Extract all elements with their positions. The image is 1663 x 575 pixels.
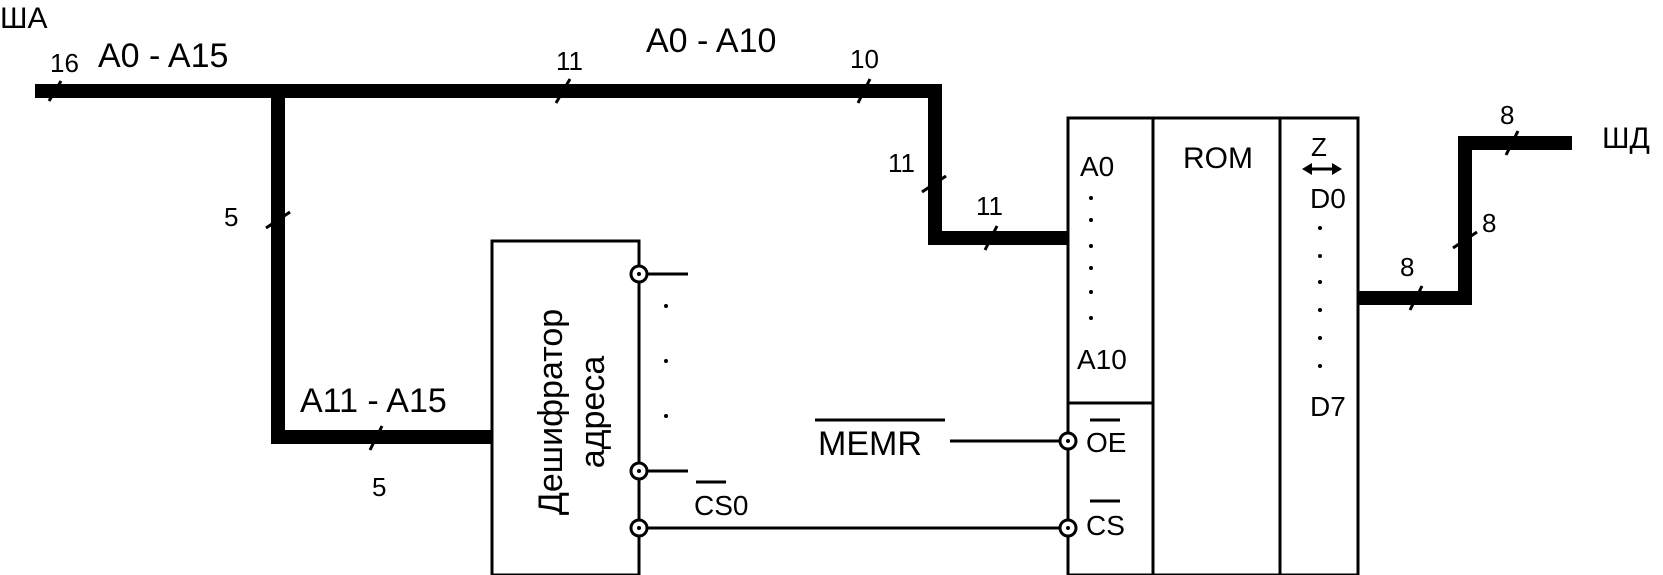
address-bus-main — [35, 84, 1075, 245]
rom-oe-pin-dot — [1066, 439, 1070, 443]
address-bus-decoder-branch — [271, 84, 499, 444]
rom-addr-ellipsis-dot — [1089, 266, 1093, 270]
decoder-output-cs0-label: CS0 — [694, 490, 748, 521]
rom-addr-ellipsis-dot — [1089, 196, 1093, 200]
bus-label-a0-a10: A0 - A10 — [646, 22, 776, 60]
width-before-bend: 10 — [850, 44, 879, 74]
bus-label-a11-a15: A11 - A15 — [300, 382, 447, 420]
width-decoder-input: 5 — [372, 472, 386, 502]
rom-addr-first: A0 — [1080, 151, 1114, 182]
tick-down-11 — [921, 174, 947, 194]
tick-bend-10 — [856, 78, 872, 104]
width-data-end: 8 — [1500, 100, 1514, 130]
address-decoder: Дешифратор адреса CS0 — [490, 239, 748, 575]
decoder-ellipsis-dot — [664, 304, 668, 308]
decoder-output-first-pin-dot — [637, 272, 641, 276]
address-bus — [35, 84, 1075, 444]
bus-width-ticks — [47, 78, 1520, 451]
decoder-output-last-pin-dot — [637, 469, 641, 473]
rom-outline — [1066, 116, 1360, 575]
rom-cs-pin-dot — [1066, 526, 1070, 530]
width-to-rom-top: 11 — [556, 46, 583, 76]
tick-rom-11 — [554, 78, 572, 104]
rom-data-last: D7 — [1310, 391, 1346, 422]
width-main: 16 — [50, 48, 79, 78]
rom-addr-ellipsis-dot — [1089, 290, 1093, 294]
rom-data-ellipsis-dot — [1318, 254, 1322, 258]
width-down-segment: 11 — [888, 148, 915, 178]
tick-branch-5 — [265, 210, 291, 230]
rom-addr-ellipsis-dot — [1089, 244, 1093, 248]
width-data-up: 8 — [1482, 208, 1496, 238]
tick-data-up-8 — [1452, 230, 1478, 250]
tick-rom-input-11 — [983, 225, 999, 251]
rom-data-ellipsis-dot — [1318, 364, 1322, 368]
rom-title: ROM — [1183, 142, 1253, 175]
decoder-title-line2: адреса — [574, 356, 612, 469]
decoder-box — [490, 239, 641, 575]
width-data-out: 8 — [1400, 252, 1414, 282]
rom-data-ellipsis-dot — [1318, 280, 1322, 284]
memr-label: MEMR — [818, 425, 922, 463]
tick-data-end-8 — [1504, 130, 1520, 156]
bidirectional-arrow-icon — [1302, 163, 1342, 175]
width-decoder-branch: 5 — [224, 202, 238, 232]
decoder-title-line1: Дешифратор — [532, 309, 570, 515]
data-bus-label: ШД — [1602, 122, 1650, 155]
rom-data-first: D0 — [1310, 183, 1346, 214]
rom-data-ellipsis-dot — [1318, 336, 1322, 340]
rom-chip: ROM A0 A10 OE CS Z D0 D7 — [1058, 116, 1360, 575]
data-bus — [1351, 136, 1572, 305]
rom-oe-label: OE — [1086, 427, 1126, 458]
tick-decoder-input-5 — [368, 425, 384, 451]
decoder-ellipsis-dot — [664, 414, 668, 418]
rom-addr-ellipsis-dot — [1089, 316, 1093, 320]
rom-data-ellipsis-dot — [1318, 226, 1322, 230]
tick-data-out-8 — [1408, 285, 1424, 311]
bus-width-labels: 16 11 10 11 11 5 5 8 8 8 — [50, 44, 1514, 502]
tick-main-16 — [47, 80, 63, 102]
rom-data-ellipsis-dot — [1318, 308, 1322, 312]
decoder-cs-pin-dot — [637, 526, 641, 530]
address-bus-label: ША — [0, 2, 48, 35]
bus-label-a0-a15: A0 - A15 — [98, 37, 228, 75]
width-rom-input: 11 — [976, 191, 1003, 221]
rom-tristate-z: Z — [1311, 132, 1327, 162]
rom-addr-last: A10 — [1077, 344, 1127, 375]
decoder-ellipsis-dot — [664, 359, 668, 363]
rom-addr-ellipsis-dot — [1089, 218, 1093, 222]
rom-cs-label: CS — [1086, 510, 1125, 541]
